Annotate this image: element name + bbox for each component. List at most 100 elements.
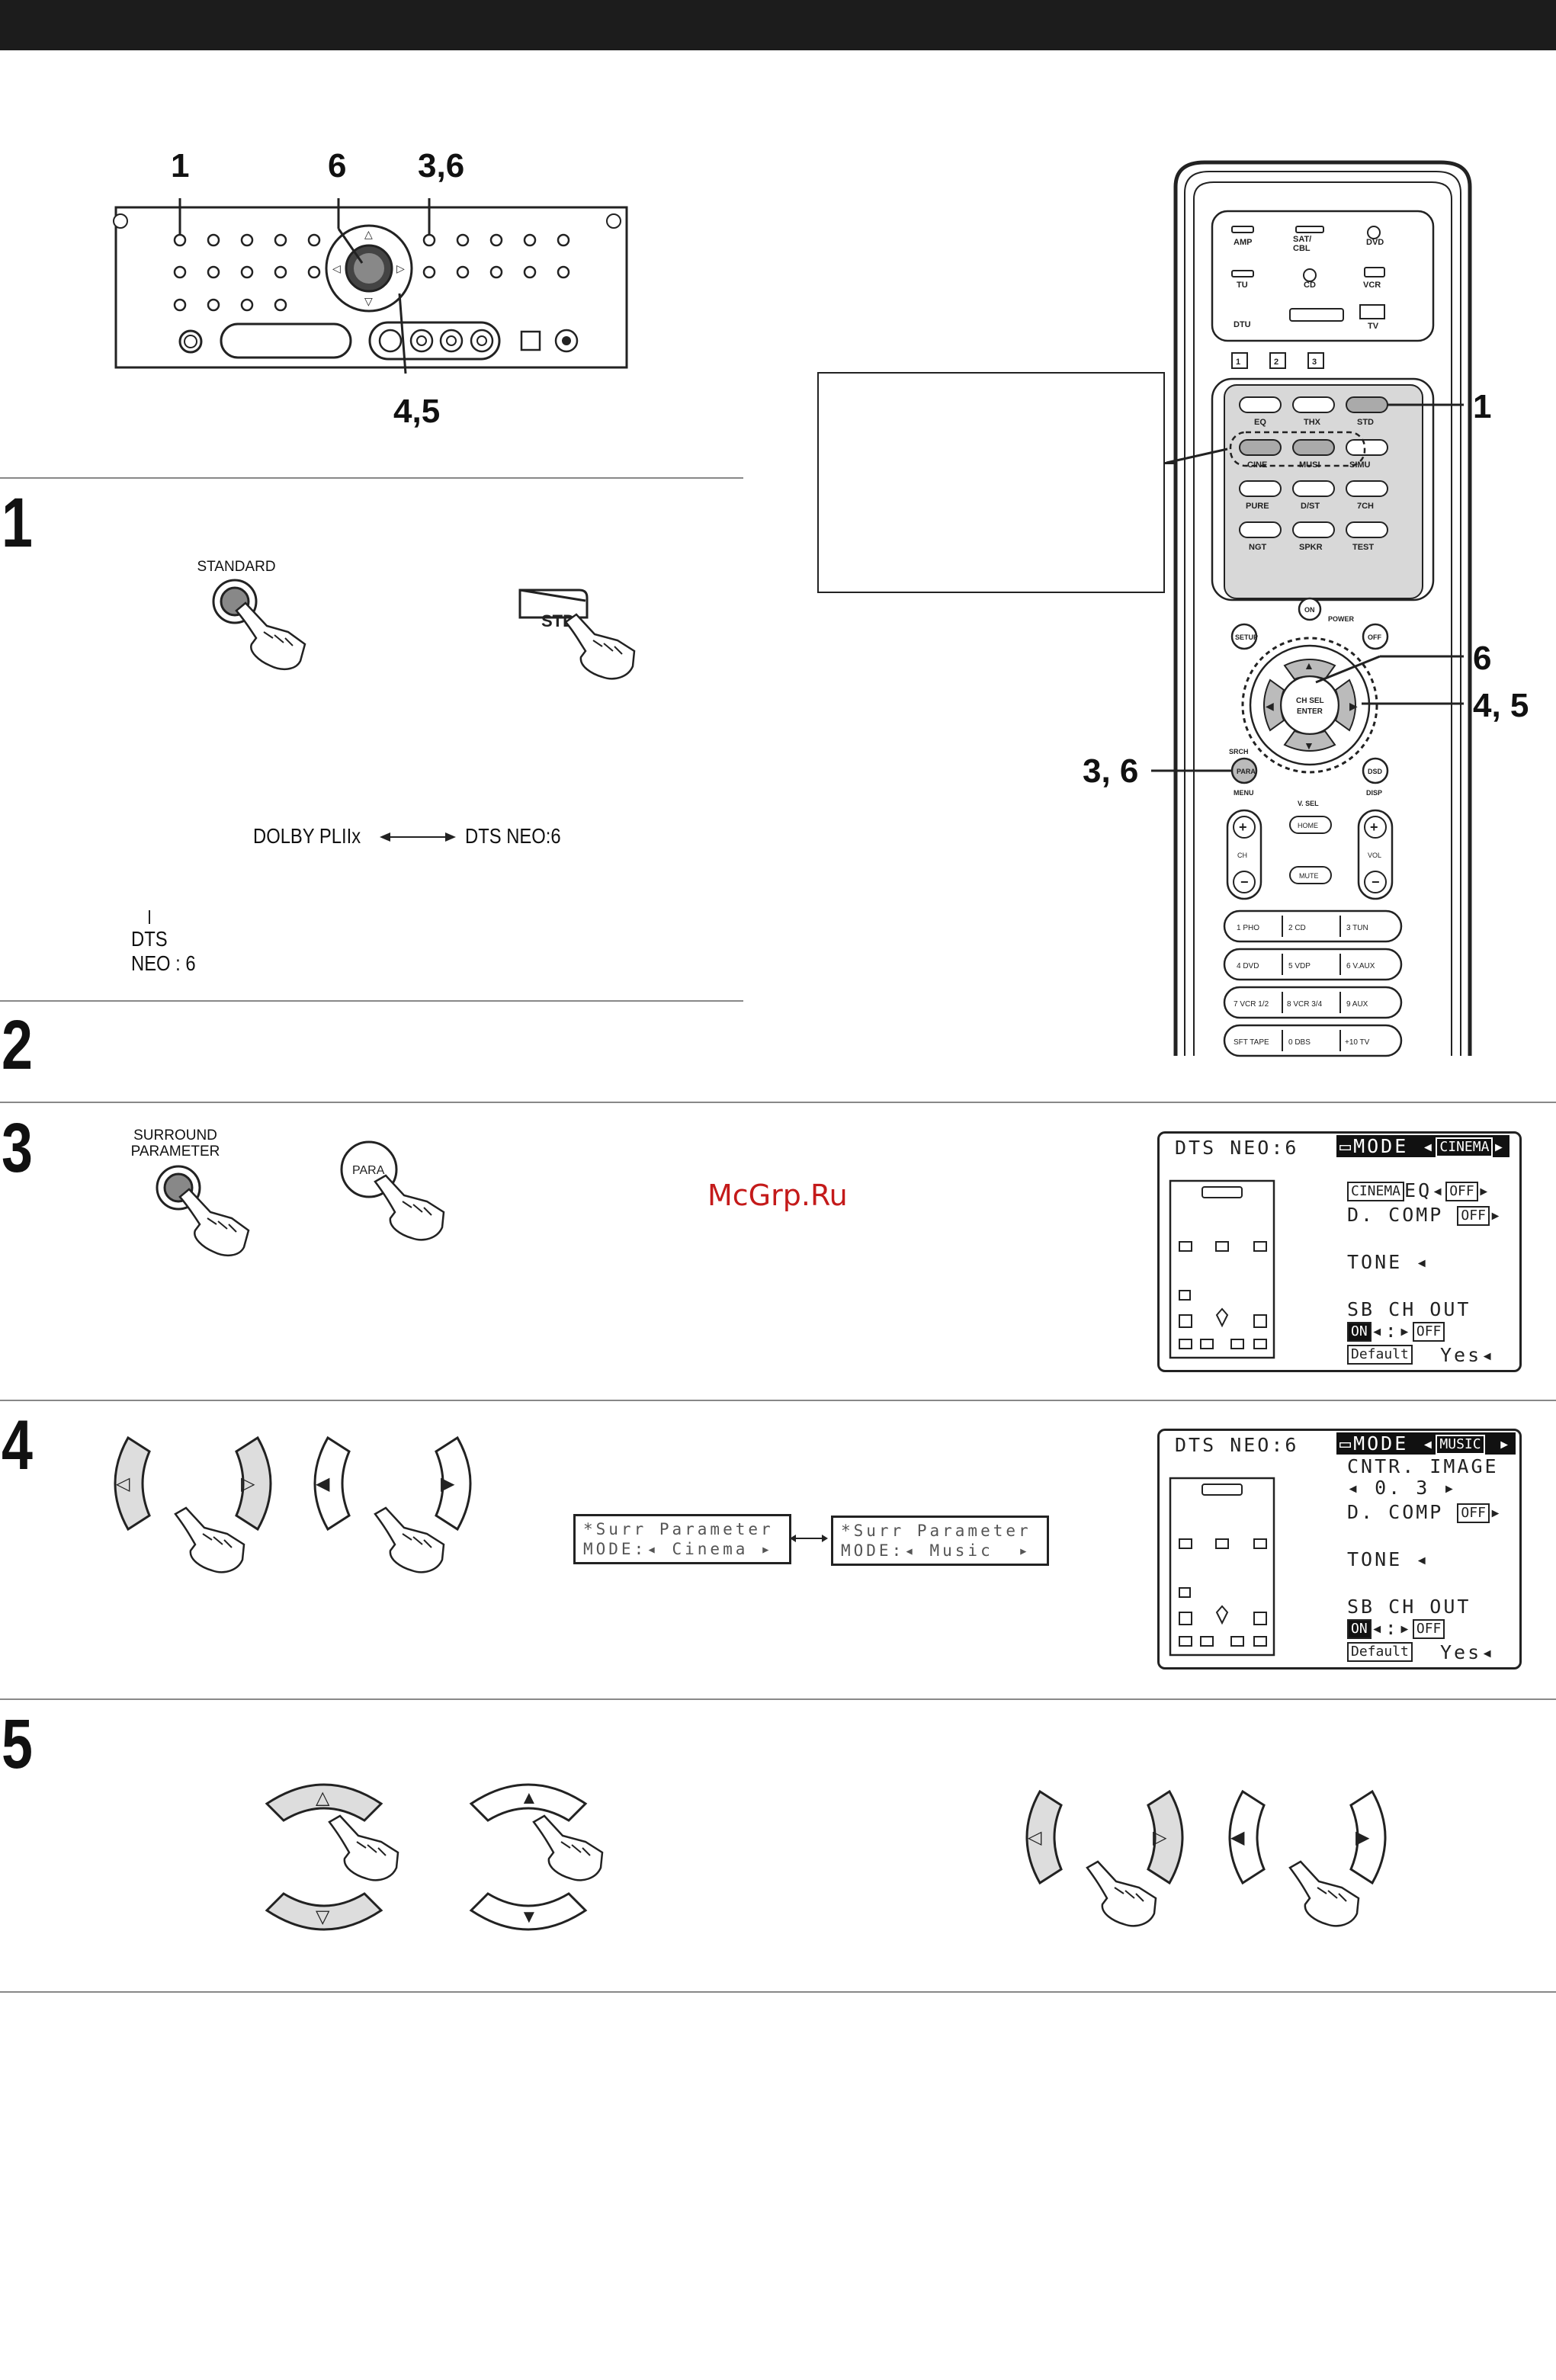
osd2-yes-label: Yes (1440, 1641, 1482, 1663)
svg-text:◁: ◁ (1028, 1827, 1042, 1848)
lcd-music: *Surr Parameter MODE:◂ Music ▸ (831, 1516, 1049, 1566)
divider-5 (0, 1698, 1556, 1700)
svg-text:MENU: MENU (1234, 789, 1254, 797)
svg-text:CINE: CINE (1247, 460, 1267, 470)
svg-text:◁: ◁ (332, 262, 341, 274)
dts-tick (149, 910, 150, 924)
osd2-title: DTS NEO:6 (1175, 1434, 1299, 1456)
double-arrow-icon (380, 832, 456, 842)
osd-sep: : (1384, 1320, 1399, 1342)
mode-dts-neo6: DTS NEO:6 (465, 824, 561, 848)
svg-text:◀: ◀ (1266, 700, 1274, 712)
osd-row-yes: Yes◂ (1440, 1344, 1496, 1366)
svg-text:▷: ▷ (1153, 1827, 1167, 1848)
svg-text:ENTER: ENTER (1297, 707, 1323, 716)
osd2-sep: : (1384, 1617, 1399, 1639)
svg-text:ON: ON (1304, 606, 1315, 614)
osd2-row-cntr-value: ◂ 0. 3 ▸ (1347, 1477, 1458, 1499)
svg-text:4 DVD: 4 DVD (1237, 962, 1259, 970)
svg-text:◁: ◁ (116, 1474, 130, 1494)
svg-text:0 DBS: 0 DBS (1288, 1038, 1311, 1047)
svg-text:▷: ▷ (396, 262, 405, 274)
svg-text:△: △ (316, 1788, 330, 1808)
remote-callout-4-5: 4, 5 (1473, 687, 1529, 724)
note-box (817, 372, 1165, 593)
osd2-row-tone-label: TONE (1347, 1548, 1403, 1570)
svg-text:▲: ▲ (520, 1788, 538, 1808)
osd-row-tone: TONE ◂ (1347, 1251, 1430, 1273)
svg-text:▼: ▼ (520, 1907, 538, 1927)
front-callout-4-5: 4,5 (393, 393, 441, 430)
osd-row-sbch: SB CH OUT (1347, 1298, 1471, 1320)
osd2-row-dcomp: D. COMP OFF▸ (1347, 1501, 1503, 1523)
header-band (0, 0, 1556, 50)
svg-text:OFF: OFF (1368, 633, 1381, 641)
svg-text:3: 3 (1312, 358, 1317, 367)
osd-yes-label: Yes (1440, 1344, 1482, 1366)
divider-2 (0, 1000, 743, 1002)
osd-row-eq-value: OFF (1445, 1182, 1478, 1201)
osd2-on-value: ON (1347, 1619, 1372, 1639)
divider-1 (0, 477, 743, 479)
svg-text:EQ: EQ (1254, 418, 1266, 427)
svg-text:HOME: HOME (1298, 822, 1318, 829)
osd-mode-bar: ▭MODE ◂CINEMA▸ (1336, 1135, 1510, 1157)
lcd-music-line2: MODE:◂ Music ▸ (841, 1541, 1031, 1560)
svg-text:1: 1 (1236, 358, 1240, 367)
svg-text:CH: CH (1237, 852, 1247, 859)
lcd-music-line1: *Surr Parameter (841, 1522, 1031, 1540)
osd-row-eq-box: CINEMA (1347, 1182, 1405, 1201)
step-number-3: 3 (2, 1109, 33, 1187)
svg-text:PURE: PURE (1246, 502, 1269, 511)
svg-text:−: − (1240, 874, 1249, 890)
divider-3 (0, 1102, 1556, 1103)
svg-text:TEST: TEST (1352, 543, 1374, 552)
svg-text:PARA: PARA (1237, 768, 1256, 775)
front-panel-diagram: △ ▽ ◁ ▷ (113, 198, 628, 374)
divider-4 (0, 1400, 1556, 1401)
osd2-row-dcomp-label: D. COMP (1347, 1501, 1444, 1523)
svg-text:2: 2 (1274, 358, 1278, 367)
svg-text:NGT: NGT (1249, 543, 1267, 552)
svg-text:POWER: POWER (1328, 615, 1355, 623)
osd-default-label: Default (1347, 1345, 1413, 1365)
osd2-row-tone: TONE ◂ (1347, 1548, 1430, 1570)
osd2-row-cntr: CNTR. IMAGE (1347, 1455, 1499, 1477)
up-down-solid-keys-press: ▲▼ (469, 1783, 604, 1931)
standard-label: STANDARD (197, 559, 276, 575)
svg-text:+: + (1370, 820, 1378, 835)
surround-parameter-label-1: SURROUND (133, 1127, 217, 1143)
lcd-cinema: *Surr Parameter MODE:◂ Cinema ▸ (573, 1514, 791, 1564)
svg-text:+10 TV: +10 TV (1345, 1038, 1370, 1047)
svg-text:DTU: DTU (1234, 320, 1251, 329)
svg-text:SETUP: SETUP (1235, 633, 1258, 641)
svg-text:THX: THX (1304, 418, 1321, 427)
svg-text:SIMU: SIMU (1349, 460, 1371, 470)
left-right-hollow-keys-press-2: ◁▷ (1025, 1789, 1184, 1927)
svg-text:DSD: DSD (1368, 768, 1383, 775)
divider-6 (0, 1991, 1556, 1993)
front-callout-1: 1 (171, 147, 190, 184)
svg-text:7CH: 7CH (1357, 502, 1374, 511)
std-key-press: STD (518, 589, 636, 680)
step-number-1: 1 (2, 484, 33, 562)
osd-title: DTS NEO:6 (1175, 1137, 1299, 1159)
svg-text:1 PHO: 1 PHO (1237, 924, 1259, 932)
left-right-solid-keys-press-2: ◀▶ (1228, 1789, 1387, 1927)
remote-src-amp[interactable]: AMP (1234, 238, 1252, 247)
osd2-row-yes: Yes◂ (1440, 1641, 1496, 1663)
svg-text:+: + (1239, 820, 1247, 835)
osd2-row-sbch: SB CH OUT (1347, 1596, 1471, 1618)
speaker-layout-icon-2 (1169, 1477, 1275, 1657)
osd-mode-label: MODE (1353, 1135, 1409, 1157)
svg-text:7 VCR 1/2: 7 VCR 1/2 (1234, 1000, 1269, 1009)
watermark: McGrp.Ru (707, 1179, 848, 1212)
osd-on-value: ON (1347, 1322, 1372, 1342)
osd2-row-default: Default (1347, 1640, 1413, 1662)
step-number-2: 2 (2, 1006, 33, 1084)
step-number-5: 5 (2, 1705, 33, 1783)
svg-text:TU: TU (1237, 281, 1248, 290)
